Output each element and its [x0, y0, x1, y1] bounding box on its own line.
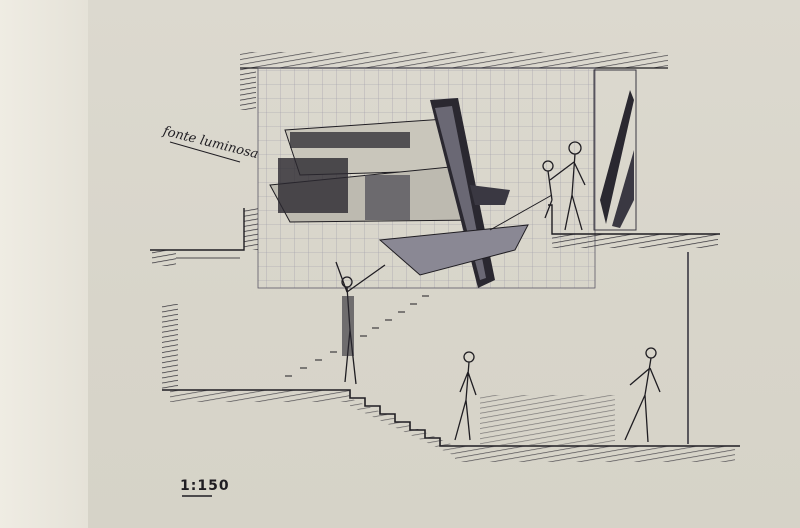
left-wall-lower	[162, 304, 178, 390]
figure-lower-center	[454, 351, 477, 441]
light-marks	[285, 295, 429, 377]
light-well	[593, 69, 637, 231]
lower-screen	[480, 395, 615, 445]
relief-composition	[269, 98, 553, 288]
roof-slab	[240, 52, 668, 68]
figure-lower-right	[624, 347, 661, 443]
scale-label: 1:150	[180, 478, 230, 494]
upper-left-floor	[150, 208, 245, 251]
figure-upper-right	[542, 141, 586, 231]
left-wall-upper	[240, 68, 256, 110]
